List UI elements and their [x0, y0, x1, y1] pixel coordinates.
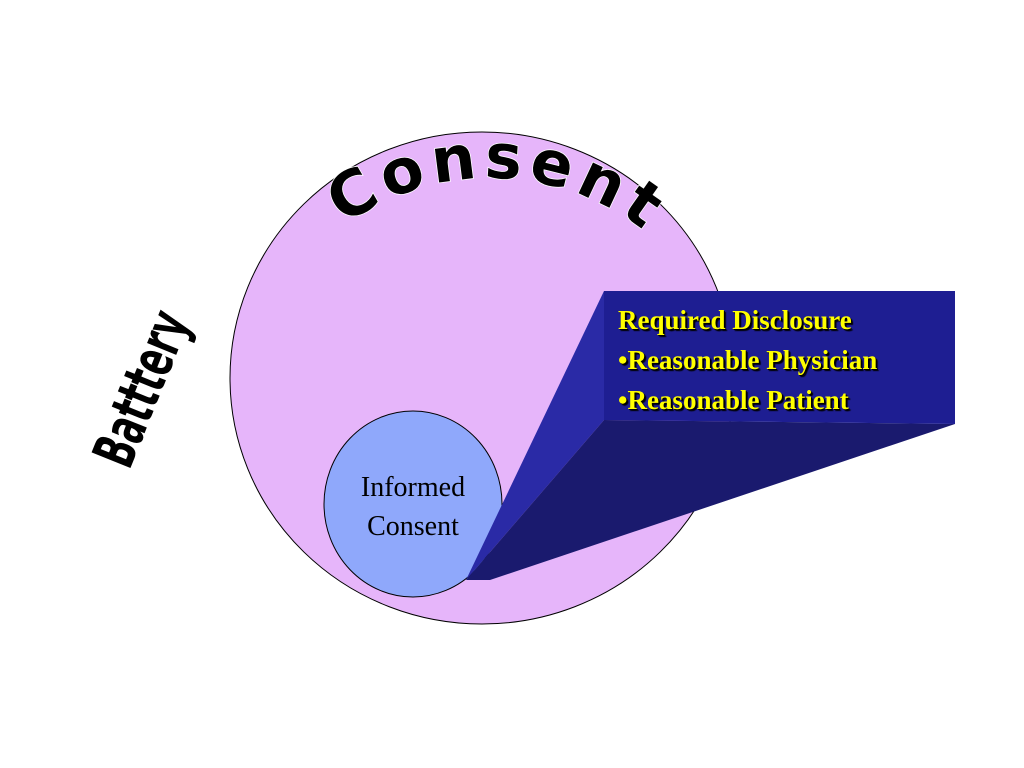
informed-consent-label-line1: Informed: [361, 472, 465, 503]
battery-label: Batttery: [81, 301, 204, 476]
callout-heading: Required Disclosure: [618, 305, 852, 335]
callout-front-face: [604, 291, 955, 424]
callout-side-face: [466, 291, 604, 580]
required-disclosure-callout: Required Disclosure •Reasonable Physicia…: [618, 300, 954, 420]
callout-bottom-face: [466, 420, 955, 580]
callout-bullet-patient: •Reasonable Patient: [618, 385, 849, 415]
callout-bullet-physician: •Reasonable Physician: [618, 345, 878, 375]
informed-consent-circle: [323, 410, 503, 598]
informed-consent-label-line2: Consent: [367, 511, 459, 542]
